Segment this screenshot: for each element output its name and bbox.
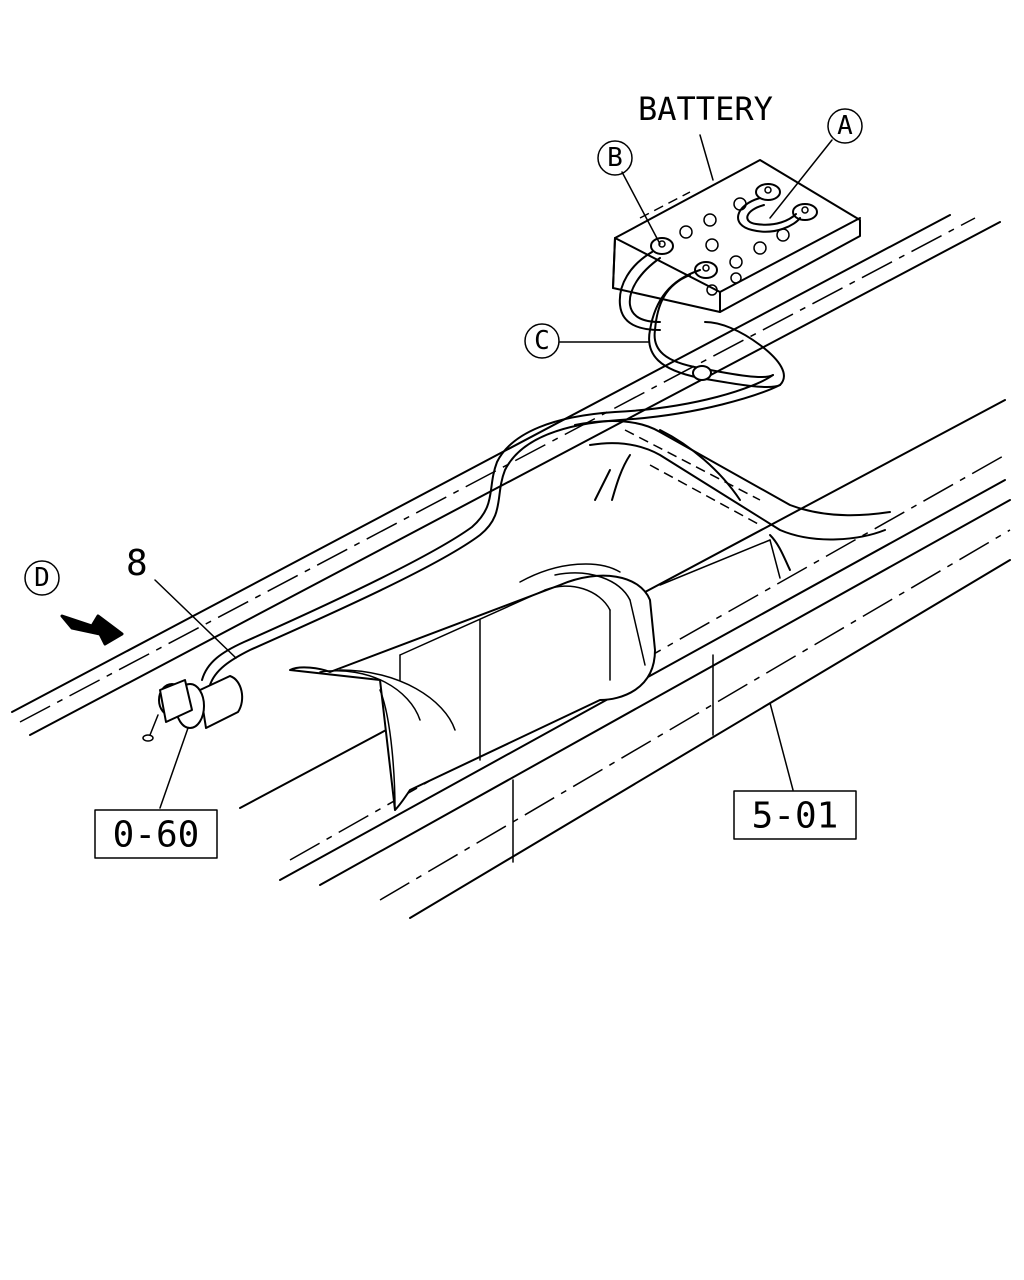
jumper-cable-a (737, 197, 801, 233)
battery-cap-icon (679, 225, 693, 239)
battery-box (612, 159, 861, 313)
battery-cap-icon (730, 272, 742, 284)
battery-cap-icon (703, 213, 717, 227)
ref-box-5-01: 5-01 (733, 790, 857, 840)
starter-connector (142, 675, 244, 742)
leader-battery (699, 134, 714, 181)
view-direction-arrow-icon (60, 614, 124, 646)
battery-terminal-icon (755, 183, 781, 201)
leader-5-01 (769, 702, 794, 791)
battery-label: BATTERY (638, 90, 773, 128)
cable-clamp-icon (692, 365, 712, 381)
callout-b: B (597, 140, 633, 176)
battery-terminal-icon (694, 261, 718, 279)
ref-5-01-text: 5-01 (752, 796, 839, 837)
fuel-tank (289, 539, 781, 811)
callout-b-text: B (607, 143, 623, 173)
part-number-label: 8 (126, 543, 148, 584)
callout-c: C (524, 323, 560, 359)
battery-cap-icon (729, 255, 743, 269)
leader-b (621, 171, 661, 245)
leader-a (769, 139, 833, 219)
ground-cable-b (618, 251, 661, 331)
battery-terminal-icon (792, 203, 818, 221)
callout-a-text: A (837, 111, 853, 141)
frame-rail-left (11, 214, 1001, 736)
battery-terminal-icon (650, 237, 674, 255)
ref-0-60-text: 0-60 (113, 815, 200, 856)
battery-cap-icon (753, 241, 767, 255)
battery-cap-icon (705, 238, 719, 252)
leader-8 (154, 579, 237, 659)
callout-d: D (24, 560, 60, 596)
battery-cap-icon (706, 284, 718, 296)
leader-0-60 (159, 727, 189, 809)
callout-c-text: C (534, 326, 550, 356)
callout-a: A (827, 108, 863, 144)
cross-member (574, 419, 891, 571)
callout-d-text: D (34, 563, 50, 593)
ref-box-0-60: 0-60 (94, 809, 218, 859)
main-cable-8 (201, 269, 785, 686)
